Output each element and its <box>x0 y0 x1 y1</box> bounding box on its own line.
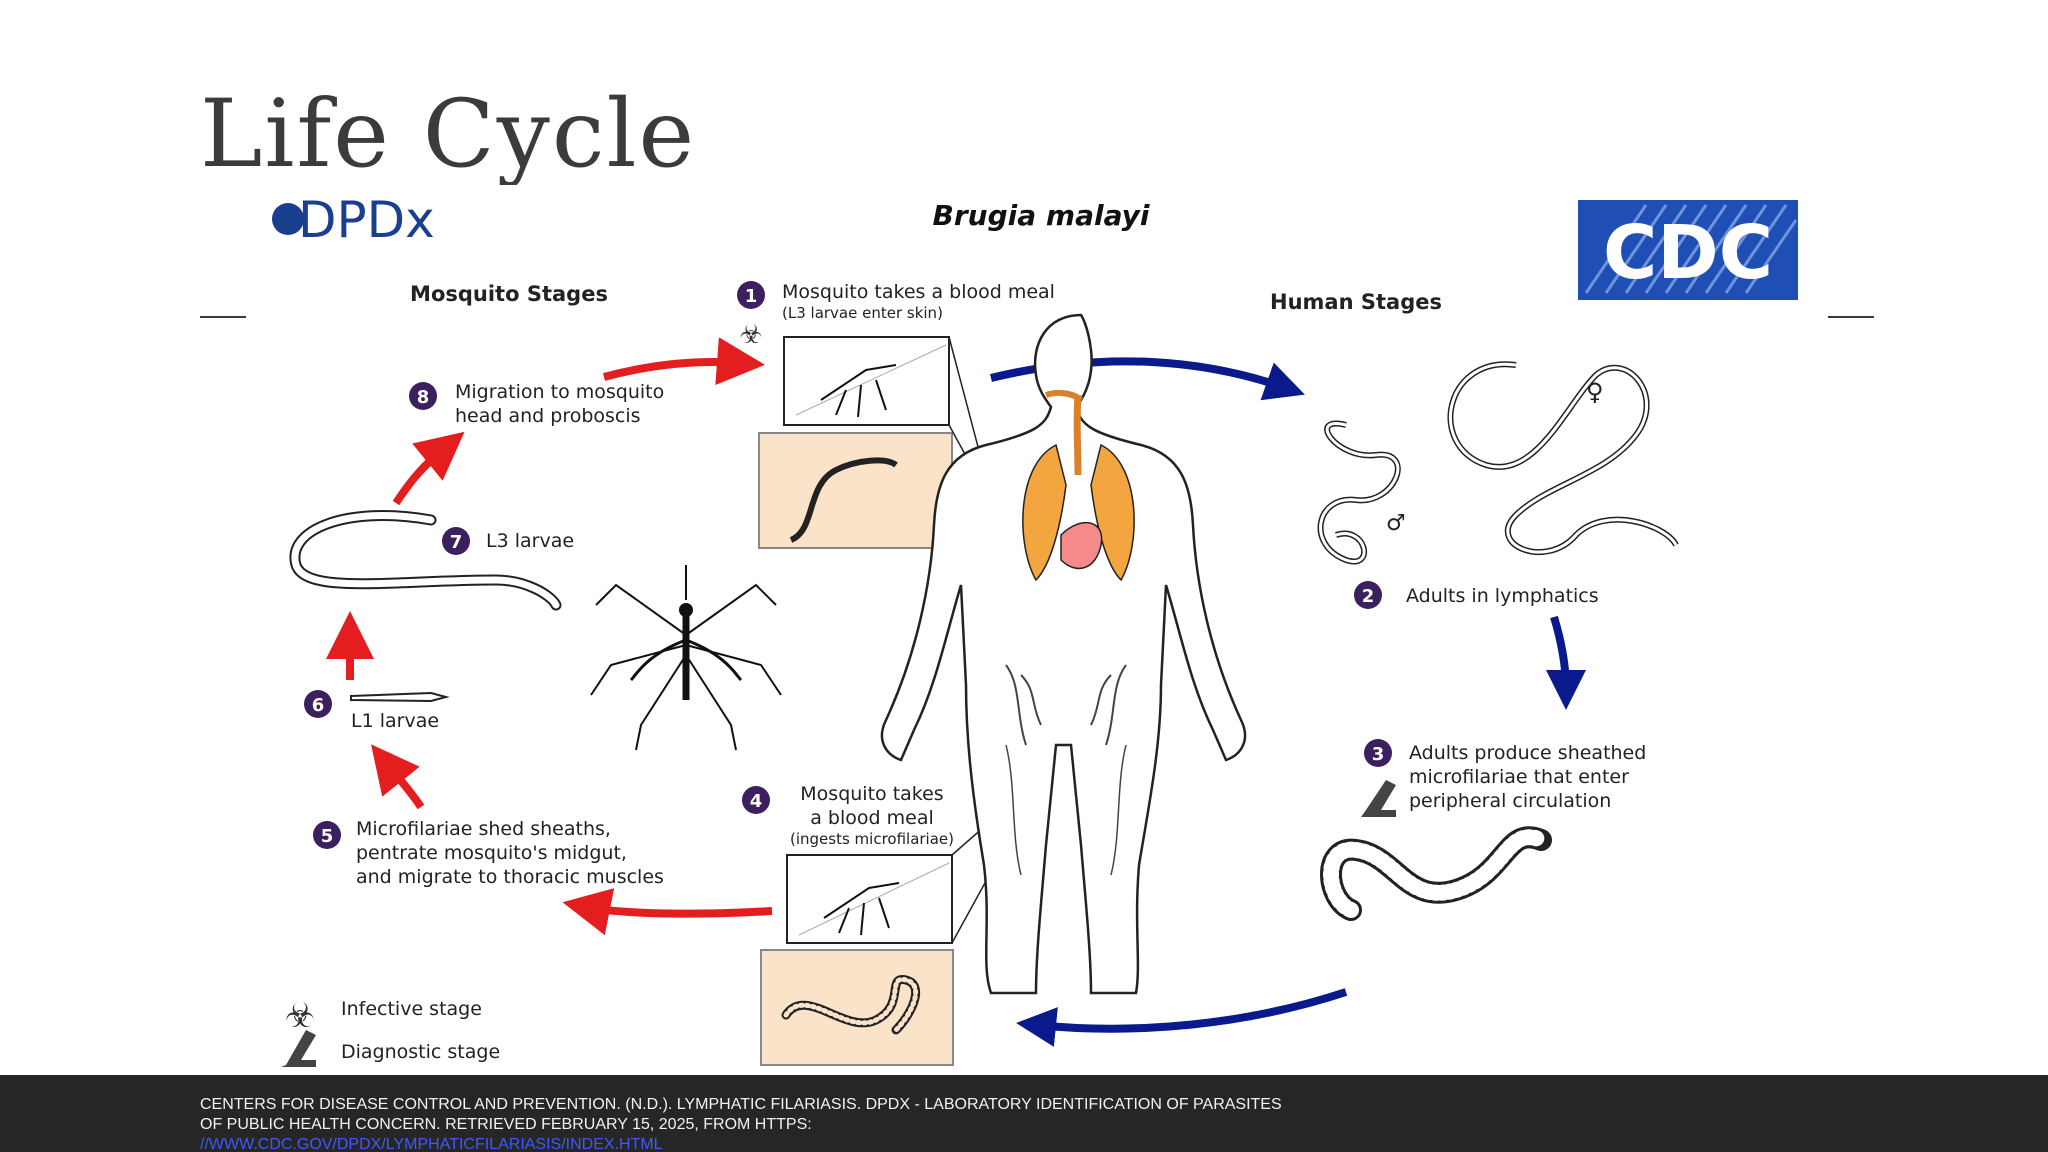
arrow-7-to-8 <box>392 431 465 506</box>
citation-line2: of Public Health Concern. Retrieved Febr… <box>200 1116 812 1133</box>
arrow-3-to-4 <box>1016 988 1348 1047</box>
step-label-line1: Migration to mosquito <box>455 381 664 403</box>
male-symbol: ♂ <box>1386 511 1406 536</box>
mosquito-stages-heading: Mosquito Stages <box>410 282 608 306</box>
left-lung-icon <box>1022 443 1067 582</box>
right-lung-icon <box>1090 443 1135 582</box>
arrow-2-to-3 <box>1545 615 1586 710</box>
step-5: 5 Microfilariae shed sheaths, pentrate m… <box>313 818 664 888</box>
dpdx-logo-text: DPDx <box>298 191 435 249</box>
step-label-line2: a blood meal <box>810 807 934 829</box>
step-label: L3 larvae <box>486 530 574 552</box>
citation-line1: Centers for Disease Control and Preventi… <box>200 1096 1282 1113</box>
step-number-badge <box>742 786 770 814</box>
life-cycle-figure: DPDx Brugia malayi CDC Mosquito Stages H… <box>246 185 1828 1076</box>
arrow-8-to-1 <box>602 337 765 386</box>
step-3: 3 Adults produce sheathed microfilariae … <box>1361 739 1646 817</box>
step-label: Adults in lymphatics <box>1406 585 1599 607</box>
step-number: 2 <box>1362 586 1375 607</box>
step-number-badge <box>737 281 765 309</box>
step-number: 8 <box>417 387 430 408</box>
step-label-line2: head and proboscis <box>455 405 641 427</box>
biohazard-icon: ☣ <box>739 320 762 350</box>
step-sublabel: (L3 larvae enter skin) <box>782 304 943 322</box>
step-number-badge <box>1354 581 1382 609</box>
step-number: 4 <box>750 791 763 812</box>
lymphatic-vessels-icon <box>1005 664 1127 746</box>
diagram-title: Brugia malayi <box>933 199 1150 232</box>
sheathed-microfilaria-icon <box>1320 826 1552 921</box>
mosquito-feeding-icon <box>823 882 900 936</box>
arrow-4-to-5 <box>562 888 773 936</box>
legend-infective-label: Infective stage <box>341 998 482 1020</box>
title-rule-right <box>1828 316 1874 318</box>
step-label: L1 larvae <box>351 710 439 732</box>
step-label-line1: Adults produce sheathed <box>1409 742 1646 764</box>
step-6: 6 L1 larvae <box>304 690 450 732</box>
step-label-line1: Microfilariae shed sheaths, <box>356 818 611 840</box>
step-2: 2 Adults in lymphatics <box>1354 581 1599 609</box>
step-label-line2: pentrate mosquito's midgut, <box>356 842 627 864</box>
human-body-icon <box>880 313 1247 995</box>
step-number: 3 <box>1372 744 1385 765</box>
citation-link[interactable]: //www.cdc.gov/dpdx/lymphaticfilariasis/i… <box>200 1136 663 1149</box>
step-4: 4 Mosquito takes a blood meal (ingests m… <box>742 783 954 848</box>
step-number-badge <box>304 690 332 718</box>
slide-title: Life Cycle <box>200 80 697 189</box>
footer-bar <box>0 1075 2048 1152</box>
step-7: 7 L3 larvae <box>289 510 574 611</box>
life-cycle-diagram: DPDx Brugia malayi CDC Mosquito Stages H… <box>272 191 1798 1067</box>
legend: ☣ Infective stage Diagnostic stage <box>281 996 500 1067</box>
cdc-logo-text: CDC <box>1603 210 1773 296</box>
step-number: 5 <box>321 826 334 847</box>
cdc-logo: CDC <box>1578 200 1798 300</box>
step-number-badge <box>409 382 437 410</box>
step-number-badge <box>1364 739 1392 767</box>
heart-icon <box>1060 521 1103 570</box>
step-number-badge <box>313 821 341 849</box>
step-label-line3: and migrate to thoracic muscles <box>356 866 664 888</box>
step-label-line3: peripheral circulation <box>1409 790 1611 812</box>
step-label-line1: Mosquito takes <box>800 783 943 805</box>
human-stages-heading: Human Stages <box>1270 290 1442 314</box>
female-symbol: ♀ <box>1586 378 1604 406</box>
step-label-line2: microfilariae that enter <box>1409 766 1629 788</box>
mosquito-feeding-icon <box>820 364 897 418</box>
citation: Centers for Disease Control and Preventi… <box>200 1095 1300 1149</box>
dpdx-logo: DPDx <box>272 191 435 249</box>
l1-larva-icon <box>350 691 450 703</box>
biohazard-icon: ☣ <box>285 996 315 1036</box>
step-4-insets <box>760 784 1043 1066</box>
step-label: Mosquito takes a blood meal <box>782 281 1055 303</box>
microscope-icon <box>281 1030 316 1067</box>
step-number: 7 <box>450 532 463 553</box>
step-1-insets <box>758 336 1011 549</box>
step-number: 1 <box>745 286 758 307</box>
arrow-5-to-6 <box>371 744 425 810</box>
title-rule-left <box>200 316 246 318</box>
dpdx-logo-mark <box>272 203 304 235</box>
step-number: 6 <box>312 695 325 716</box>
legend-diagnostic-label: Diagnostic stage <box>341 1041 500 1063</box>
microscope-icon <box>1361 780 1396 817</box>
mosquito-stage-arrows <box>326 337 773 936</box>
adult-worms-icon: ♂ ♀ <box>1317 361 1679 565</box>
step-number-badge <box>442 527 470 555</box>
l3-larva-skin-icon <box>789 457 898 543</box>
step-8: 8 Migration to mosquito head and probosc… <box>409 381 664 427</box>
mosquito-icon <box>590 565 782 751</box>
l3-larva-icon <box>289 510 562 611</box>
step-sublabel: (ingests microfilariae) <box>790 830 954 848</box>
